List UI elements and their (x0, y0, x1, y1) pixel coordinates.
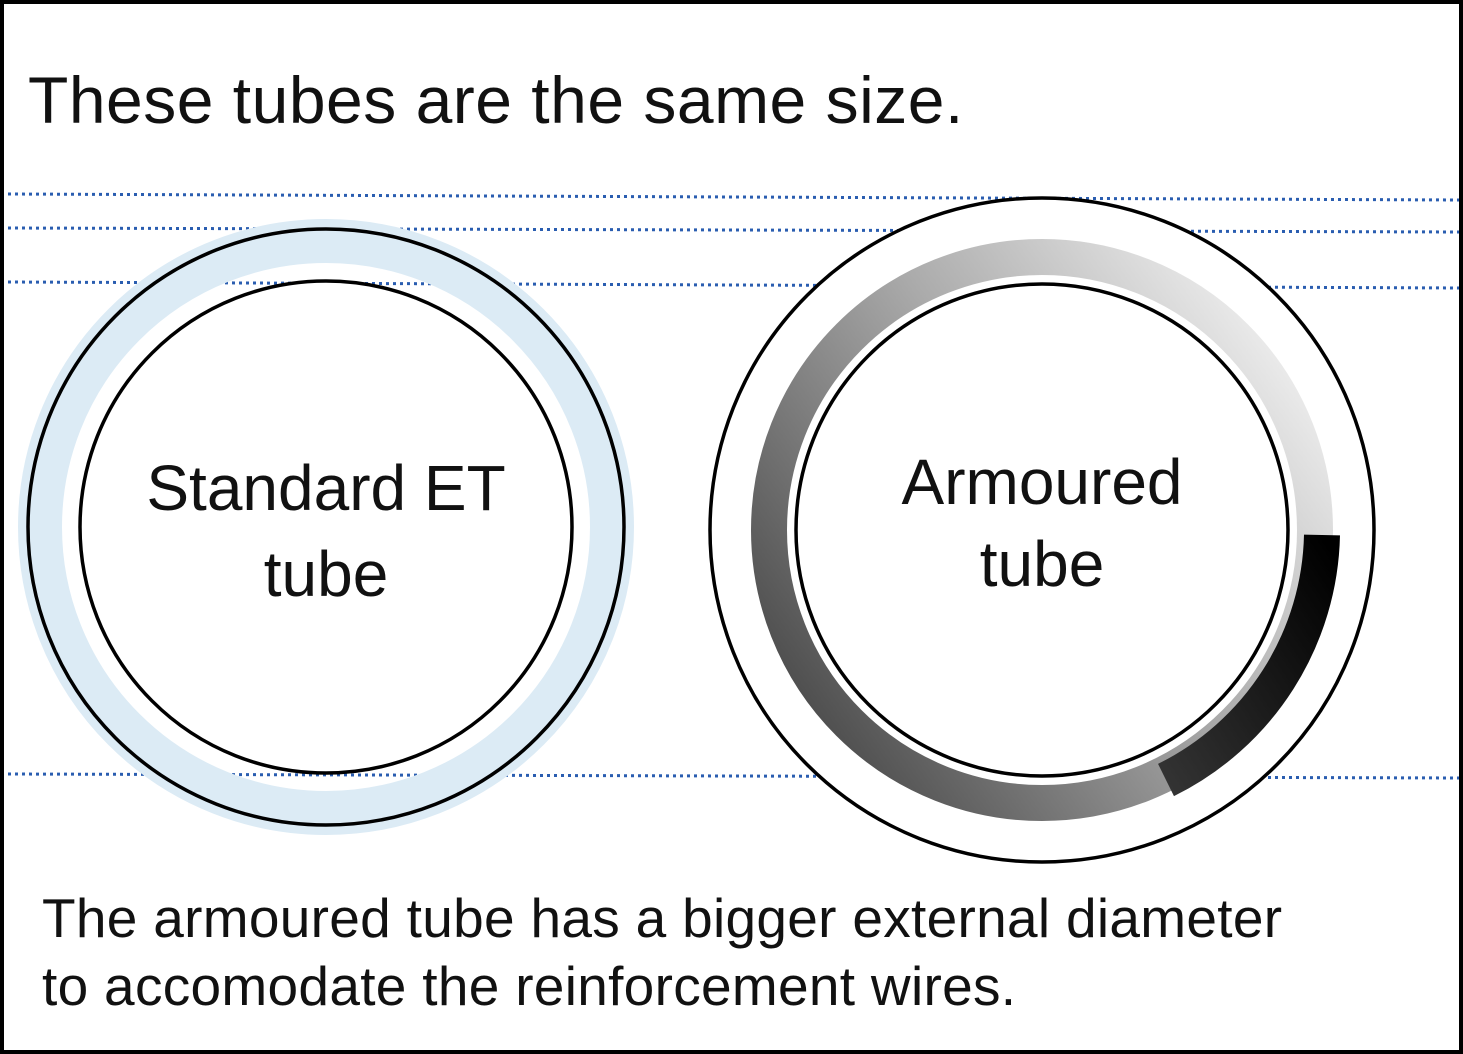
armoured-tube-reinforcement-wires (751, 239, 1333, 821)
standard-et-tube: Standard ET tube (18, 219, 634, 835)
armoured-tube-label-line1: Armoured (902, 446, 1183, 518)
standard-tube-wall (18, 219, 634, 835)
caption-line-2: to accomodate the reinforcement wires. (42, 955, 1017, 1017)
diagram-title: These tubes are the same size. (28, 63, 964, 137)
armoured-tube-inner-edge (794, 282, 1290, 778)
guide-line-armoured-outer-top (7, 192, 1459, 202)
standard-tube-label-line2: tube (264, 538, 389, 610)
standard-tube-inner-edge (78, 279, 574, 775)
diagram-caption: The armoured tube has a bigger external … (42, 884, 1432, 1020)
standard-tube-outer-edge (26, 227, 626, 827)
standard-tube-label-line1: Standard ET (146, 452, 505, 524)
armoured-tube: Armoured tube (708, 196, 1376, 864)
armoured-tube-reinforcement-dark-segment (1157, 534, 1340, 797)
caption-line-1: The armoured tube has a bigger external … (42, 887, 1283, 949)
tube-comparison-diagram: Standard ET tube Armoured tube (7, 192, 1459, 864)
guide-line-standard-outer-top (7, 226, 1459, 234)
armoured-tube-label-line2: tube (980, 528, 1105, 600)
